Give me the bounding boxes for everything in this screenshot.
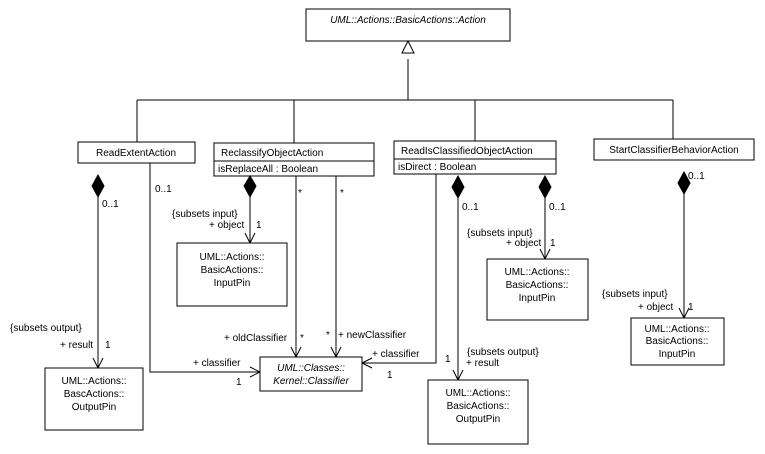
ric-mult-object-end: 0..1 xyxy=(549,202,566,213)
classifier-line-2: Kernel::Classifier xyxy=(273,376,349,387)
class-read-extent-action[interactable]: ReadExtentAction xyxy=(77,141,196,164)
ric-subsets-input: {subsets input} xyxy=(467,228,533,239)
input-pin-3-line-2: BasicActions:: xyxy=(646,336,709,347)
input-pin-1-line-3: InputPin xyxy=(214,278,251,289)
ric-mult-classifier-bottom: 1 xyxy=(387,370,393,381)
class-read-is-classified-object-action-name: ReadIsClassifiedObjectAction xyxy=(401,146,533,157)
association-read-is-classified-result: 0..1 {subsets output} + result xyxy=(451,174,539,382)
composition-diamond-icon xyxy=(243,175,257,199)
output-pin-1-line-3: OutputPin xyxy=(72,402,116,413)
ro-star-new-bottom: * xyxy=(326,330,330,341)
class-reclassify-object-action-name: ReclassifyObjectAction xyxy=(221,148,323,159)
ric-mult-classifier-top: 1 xyxy=(445,354,451,365)
output-pin-2-line-3: OutputPin xyxy=(456,414,500,425)
generalization-lines xyxy=(136,39,674,143)
class-action-name: UML::Actions::BasicActions::Action xyxy=(330,15,486,26)
ro-subsets-input: {subsets input} xyxy=(172,209,238,220)
class-reclassify-object-action[interactable]: ReclassifyObjectAction isReplaceAll : Bo… xyxy=(213,142,375,177)
re-mult-result-end: 0..1 xyxy=(102,199,119,210)
association-read-is-classified-classifier: + classifier 1 1 xyxy=(360,174,451,381)
output-pin-2-line-2: BasicActions:: xyxy=(447,401,510,412)
class-start-classifier-behavior-action-name: StartClassifierBehaviorAction xyxy=(609,145,739,156)
output-pin-1-line-2: BascActions:: xyxy=(64,389,125,400)
class-input-pin-2[interactable]: UML::Actions:: BasicActions:: InputPin xyxy=(486,258,589,321)
composition-diamond-icon xyxy=(91,173,105,199)
association-read-extent-result: 0..1 {subsets output} + result 1 xyxy=(10,173,119,370)
association-read-is-classified-object: 0..1 {subsets input} + object 1 xyxy=(467,174,566,261)
ro-star-new-top: * xyxy=(340,188,344,199)
classifier-line-1: UML::Classes:: xyxy=(277,363,345,374)
scb-mult-object: 1 xyxy=(688,302,694,313)
scb-role-object: + object xyxy=(638,302,674,313)
input-pin-1-line-2: BasicActions:: xyxy=(201,265,264,276)
re-role-result: + result xyxy=(60,340,93,351)
input-pin-3-line-3: InputPin xyxy=(659,349,696,360)
class-classifier[interactable]: UML::Classes:: Kernel::Classifier xyxy=(259,356,363,392)
association-reclassify-object: {subsets input} + object 1 xyxy=(172,175,262,245)
re-subsets-output: {subsets output} xyxy=(10,323,82,334)
class-start-classifier-behavior-action[interactable]: StartClassifierBehaviorAction xyxy=(593,138,755,161)
class-read-extent-action-name: ReadExtentAction xyxy=(96,148,176,159)
re-role-classifier: + classifier xyxy=(193,358,241,369)
scb-subsets-input: {subsets input} xyxy=(602,289,668,300)
re-mult-classifier: 1 xyxy=(236,377,242,388)
ric-role-result: + result xyxy=(466,358,499,369)
class-read-is-classified-object-action-attribute: isDirect : Boolean xyxy=(398,162,476,173)
composition-diamond-icon xyxy=(538,174,552,200)
ro-star-old-bottom: * xyxy=(300,333,304,344)
association-start-classifier-behavior-object: 0..1 {subsets input} + object 1 xyxy=(602,170,705,320)
ric-subsets-output: {subsets output} xyxy=(467,347,539,358)
class-output-pin-1[interactable]: UML::Actions:: BascActions:: OutputPin xyxy=(44,367,144,431)
input-pin-1-line-1: UML::Actions:: xyxy=(199,252,264,263)
class-output-pin-2[interactable]: UML::Actions:: BasicActions:: OutputPin xyxy=(427,379,529,445)
generalization-arrowhead-icon xyxy=(401,39,415,54)
class-action[interactable]: UML::Actions::BasicActions::Action xyxy=(305,8,511,42)
class-input-pin-3[interactable]: UML::Actions:: BasicActions:: InputPin xyxy=(630,317,725,366)
class-input-pin-1[interactable]: UML::Actions:: BasicActions:: InputPin xyxy=(176,242,288,307)
association-reclassify-classifiers: * * + oldClassifier * * + newClassifier xyxy=(224,176,407,359)
input-pin-2-line-1: UML::Actions:: xyxy=(504,267,569,278)
scb-mult-end: 0..1 xyxy=(688,171,705,182)
re-mult-result: 1 xyxy=(105,340,111,351)
input-pin-2-line-3: InputPin xyxy=(519,293,556,304)
ric-mult-result-end: 0..1 xyxy=(462,202,479,213)
composition-diamond-icon xyxy=(451,174,465,200)
ro-role-new: + newClassifier xyxy=(338,330,407,341)
class-read-is-classified-object-action[interactable]: ReadIsClassifiedObjectAction isDirect : … xyxy=(393,140,557,175)
ro-role-object: + object xyxy=(209,220,245,231)
class-reclassify-object-action-attribute: isReplaceAll : Boolean xyxy=(218,164,318,175)
output-pin-1-line-1: UML::Actions:: xyxy=(61,376,126,387)
re-mult-classifier-end: 0..1 xyxy=(155,184,172,195)
composition-diamond-icon xyxy=(677,170,691,196)
ro-role-old: + oldClassifier xyxy=(224,333,288,344)
ric-role-classifier: + classifier xyxy=(372,349,420,360)
ric-role-object: + object xyxy=(506,238,542,249)
input-pin-2-line-2: BasicActions:: xyxy=(506,280,569,291)
output-pin-2-line-1: UML::Actions:: xyxy=(445,388,510,399)
input-pin-3-line-1: UML::Actions:: xyxy=(644,324,709,335)
ro-mult-object: 1 xyxy=(256,220,262,231)
ric-mult-object: 1 xyxy=(550,238,556,249)
ro-star-old-top: * xyxy=(298,188,302,199)
